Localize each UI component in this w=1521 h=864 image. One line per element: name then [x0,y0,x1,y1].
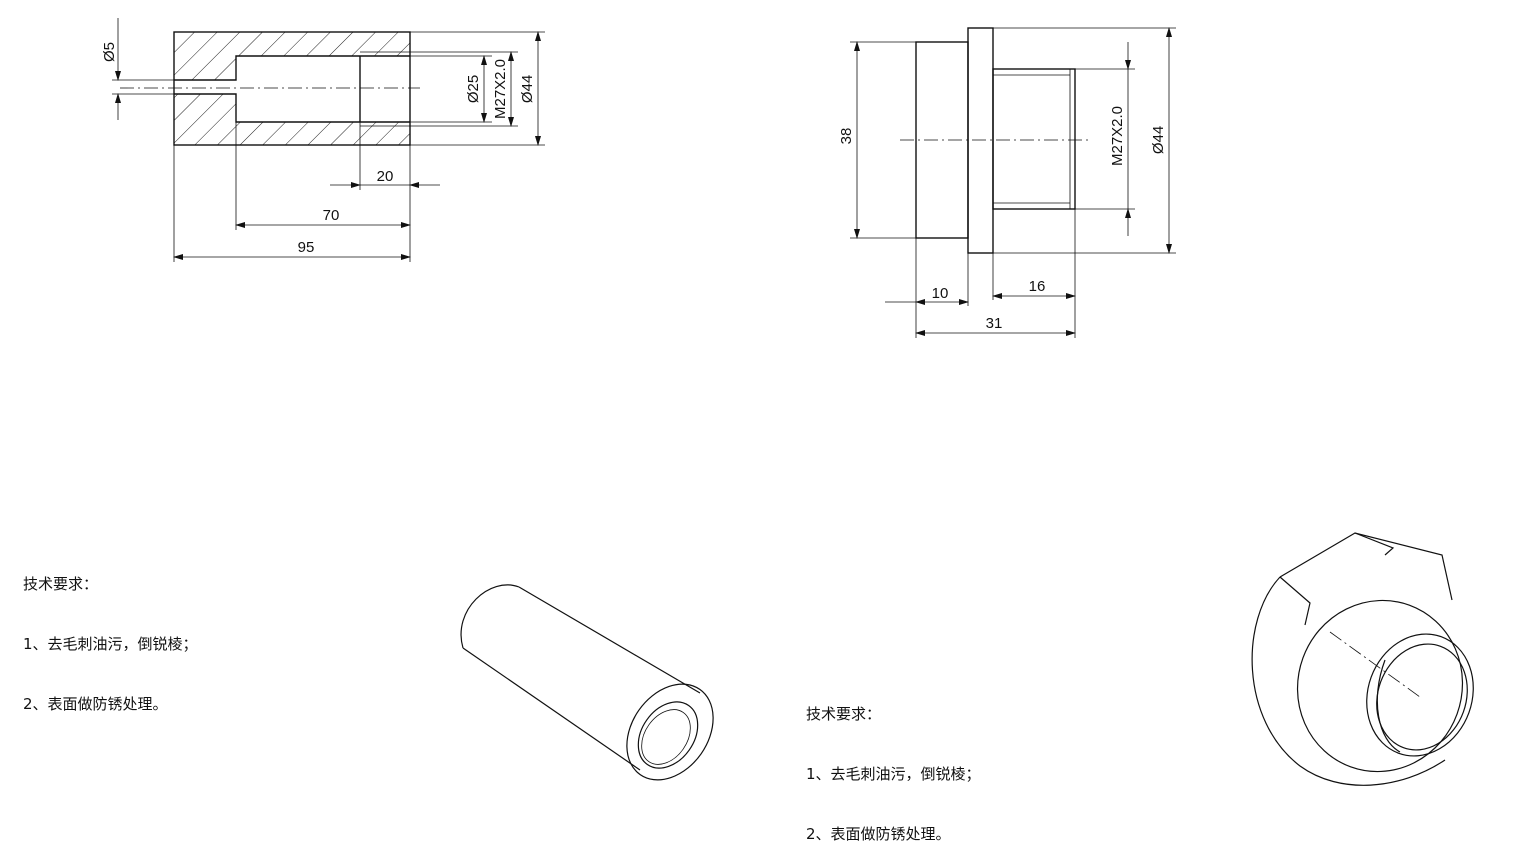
right-dim-16: 16 [1029,278,1046,295]
right-notes-line2: 2、表面做防锈处理。 [806,825,951,843]
right-dimensions: 38 M27X2.0 Ø44 10 16 31 [838,27,1176,338]
right-tech-notes: 技术要求： 1、去毛刺油污，倒锐棱； 2、表面做防锈处理。 [806,664,981,864]
left-section-view [120,31,420,146]
right-dim-d44: Ø44 [1150,126,1167,154]
right-dim-38: 38 [838,128,855,145]
left-notes-title: 技术要求： [23,575,99,593]
right-isometric-view [1251,532,1474,786]
right-notes-title: 技术要求： [806,705,882,723]
left-notes-line2: 2、表面做防锈处理。 [23,695,168,713]
left-dim-d44: Ø44 [519,75,536,103]
left-dim-thread: M27X2.0 [492,59,509,119]
left-dim-20: 20 [377,168,394,185]
right-dim-thread: M27X2.0 [1109,106,1126,166]
left-dimensions: Ø5 Ø25 M27X2.0 Ø44 20 70 95 [101,18,545,262]
left-dim-95: 95 [298,239,315,256]
left-dim-70: 70 [323,207,340,224]
left-notes-line1: 1、去毛刺油污，倒锐棱； [23,635,198,653]
technical-drawing-canvas: Ø5 Ø25 M27X2.0 Ø44 20 70 95 [101,18,1474,786]
right-dim-31: 31 [986,315,1003,332]
left-tech-notes: 技术要求： 1、去毛刺油污，倒锐棱； 2、表面做防锈处理。 [23,534,198,734]
right-dim-10: 10 [932,285,949,302]
left-isometric-view [460,584,714,781]
left-dim-d25: Ø25 [465,75,482,103]
right-notes-line1: 1、去毛刺油污，倒锐棱； [806,765,981,783]
left-dim-d5: Ø5 [101,42,118,62]
right-side-view [900,27,1090,254]
